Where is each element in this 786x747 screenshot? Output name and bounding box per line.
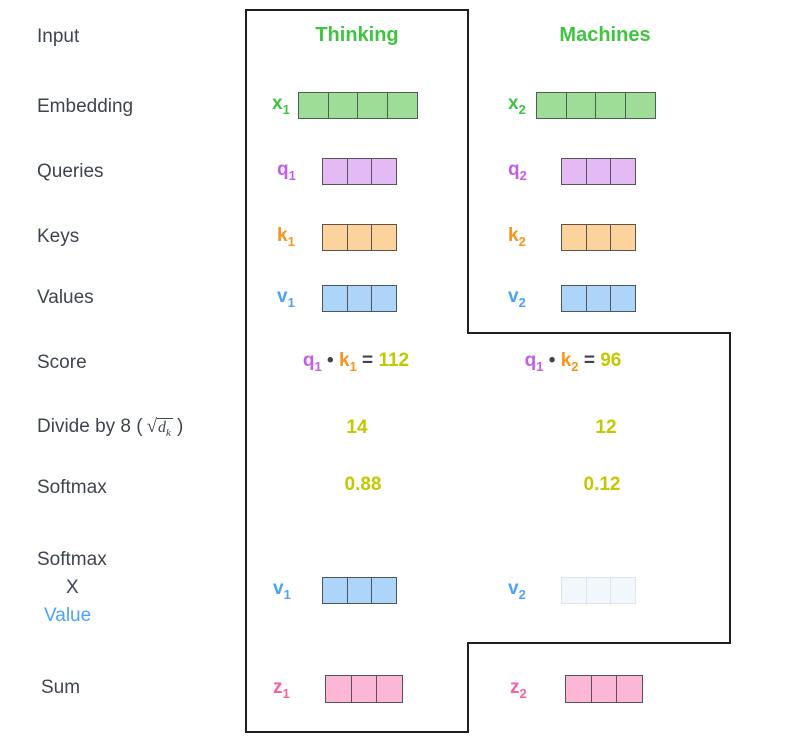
vector-cell [585, 158, 612, 185]
radicand-dk: dk [157, 418, 173, 440]
vector-cell [610, 285, 636, 312]
vector-x1 [298, 92, 418, 119]
row-label-softmax-x-value-line2: X [66, 577, 79, 598]
dot-operator-icon: • [548, 350, 556, 371]
row-label-embedding: Embedding [37, 96, 134, 117]
divide-suffix: ) [176, 416, 184, 437]
vector-cell [327, 92, 359, 119]
score1-value: 112 [378, 350, 410, 371]
vector-cell [610, 224, 636, 251]
vector-v1-weighted [322, 577, 397, 604]
vector-cell [585, 577, 612, 604]
vector-cell [561, 158, 587, 185]
score1-q: q1 [302, 350, 322, 374]
vector-cell [322, 577, 348, 604]
vector-label-z1: z1 [273, 677, 290, 701]
vector-v2 [561, 285, 636, 312]
vector-cell [371, 224, 397, 251]
vector-label-v2: v2 [508, 286, 526, 310]
score1-k: k1 [338, 350, 357, 374]
vector-v1 [322, 285, 397, 312]
score2-value: 96 [600, 350, 622, 371]
divide-value-col2: 12 [595, 417, 617, 438]
vector-cell [298, 92, 329, 119]
vector-cell [595, 92, 626, 119]
vector-cell [371, 158, 397, 185]
vector-cell [350, 675, 378, 703]
softmax-value-col1: 0.88 [344, 474, 382, 495]
vector-label-k1: k1 [277, 225, 295, 249]
vector-label-q2: q2 [508, 159, 527, 183]
vector-v2-weighted-faded [561, 577, 636, 604]
vector-cell [322, 285, 348, 312]
vector-k2 [561, 224, 636, 251]
vector-label-v2-weighted: v2 [508, 578, 526, 602]
vector-cell [616, 675, 643, 703]
vector-cell [590, 675, 618, 703]
vector-label-x1: x1 [272, 93, 290, 117]
vector-z2 [565, 675, 643, 703]
vector-label-q1: q1 [277, 159, 296, 183]
sqrt-dk-formula: √dk [147, 416, 173, 439]
vector-x2 [536, 92, 656, 119]
row-label-sum: Sum [41, 677, 81, 698]
row-label-divide: Divide by 8 (√dk) [37, 416, 183, 439]
radical-sign: √ [146, 416, 158, 437]
softmax-value-col2: 0.12 [583, 474, 621, 495]
vector-cell [371, 577, 397, 604]
vector-cell [376, 675, 403, 703]
vector-k1 [322, 224, 397, 251]
vector-cell [357, 92, 388, 119]
vector-cell [561, 285, 587, 312]
row-label-score: Score [37, 352, 87, 373]
row-label-softmax-x-value-line3: Value [44, 605, 92, 626]
score1-equals: = [362, 350, 374, 371]
column-header-machines: Machines [559, 24, 651, 46]
vector-cell [585, 224, 612, 251]
vector-cell [565, 675, 592, 703]
score-q1k1: q1 • k1 = 112 [256, 350, 456, 374]
vector-cell [561, 577, 587, 604]
row-label-softmax-x-value-line1: Softmax [37, 549, 107, 570]
dot-operator-icon: • [327, 350, 334, 371]
score2-q: q1 [524, 350, 544, 374]
vector-cell [346, 224, 373, 251]
vector-cell [371, 285, 397, 312]
vector-cell [322, 158, 348, 185]
vector-label-k2: k2 [508, 225, 526, 249]
vector-cell [346, 285, 373, 312]
score2-k: k2 [560, 350, 579, 374]
vector-z1 [325, 675, 403, 703]
vector-q1 [322, 158, 397, 185]
divide-value-col1: 14 [346, 417, 368, 438]
vector-cell [561, 224, 587, 251]
row-label-input: Input [37, 26, 80, 47]
row-label-softmax: Softmax [37, 477, 107, 498]
vector-cell [346, 577, 373, 604]
vector-cell [624, 92, 656, 119]
row-label-keys: Keys [37, 226, 80, 247]
score2-equals: = [583, 350, 595, 371]
vector-q2 [561, 158, 636, 185]
vector-label-v1: v1 [277, 286, 295, 310]
vector-label-x2: x2 [508, 93, 526, 117]
vector-label-z2: z2 [510, 677, 527, 701]
vector-cell [386, 92, 418, 119]
vector-cell [325, 675, 352, 703]
vector-cell [610, 577, 636, 604]
vector-cell [565, 92, 597, 119]
outline-polygon [245, 9, 731, 733]
vector-cell [322, 224, 348, 251]
divide-prefix: Divide by 8 ( [37, 416, 143, 437]
vector-cell [346, 158, 373, 185]
vector-cell [585, 285, 612, 312]
vector-label-v1-weighted: v1 [273, 578, 291, 602]
row-label-queries: Queries [37, 161, 104, 182]
row-label-values: Values [37, 287, 94, 308]
vector-cell [536, 92, 567, 119]
vector-cell [610, 158, 636, 185]
column-header-thinking: Thinking [315, 24, 399, 46]
score-q1k2: q1 • k2 = 96 [473, 350, 673, 374]
